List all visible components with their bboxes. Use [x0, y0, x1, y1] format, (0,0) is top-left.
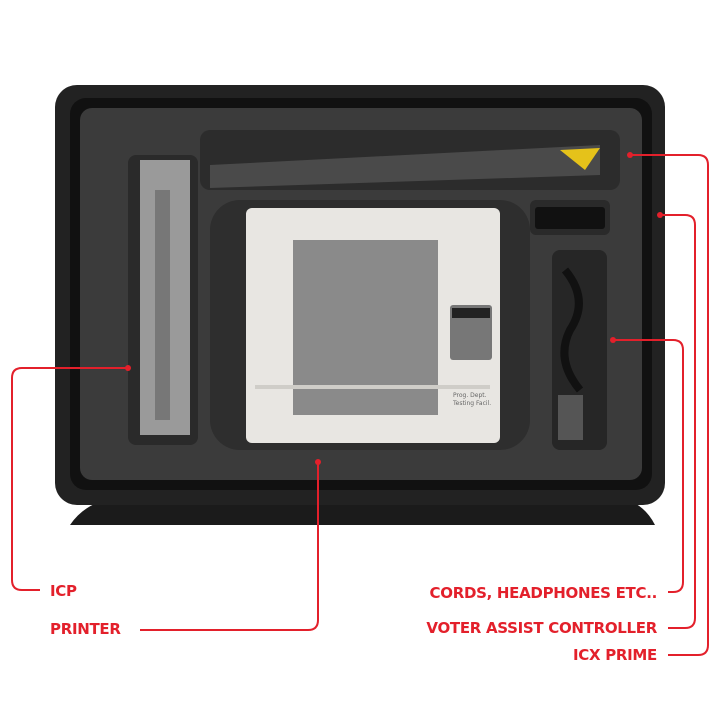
printer-display — [452, 308, 490, 318]
printer-tag: Prog. Dept. Testing Facil. — [453, 392, 491, 408]
printer-leader — [140, 462, 319, 631]
icx-prime-device — [210, 145, 600, 188]
icp-slot — [155, 190, 170, 420]
leader-lines — [11, 154, 709, 656]
icx-prime-leader — [630, 154, 709, 656]
printer-tag-line: Testing Facil. — [453, 400, 492, 407]
printer-control-panel — [450, 305, 492, 360]
leader-dots — [125, 152, 663, 465]
label-cords: CORDS, HEADPHONES ETC.. — [429, 584, 658, 602]
label-voter-assist-controller: VOTER ASSIST CONTROLLER — [426, 619, 657, 637]
icp-leader — [11, 367, 128, 591]
printer-tag-line: Prog. Dept. — [453, 392, 487, 399]
cords-device — [560, 267, 584, 393]
label-icx-prime: ICX PRIME — [573, 646, 657, 664]
voter-assist-leader — [660, 214, 696, 629]
icx-yellow-tab — [560, 148, 600, 170]
power-brick — [558, 395, 583, 440]
voter-assist-controller-device — [535, 207, 605, 229]
printer-seam — [255, 385, 490, 389]
cords-leader — [613, 339, 684, 593]
label-printer: PRINTER — [50, 620, 121, 638]
label-icp: ICP — [50, 582, 77, 600]
